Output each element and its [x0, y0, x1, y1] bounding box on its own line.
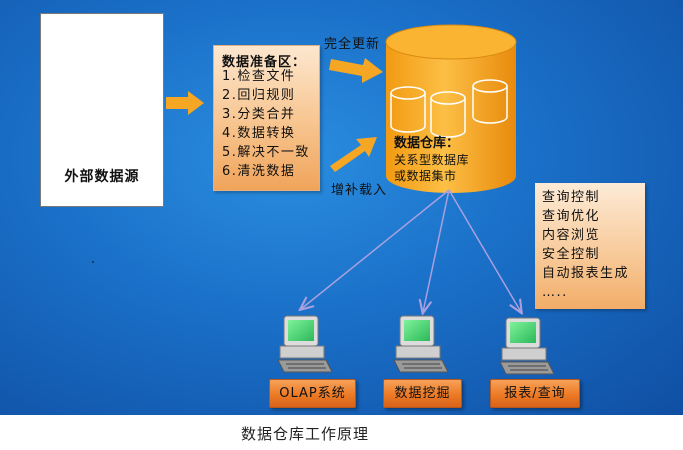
prep-item: 5.解决不一致: [222, 145, 310, 161]
data-prep-area-box: 数据准备区： 1.检查文件 2.回归规则 3.分类合并 4.数据转换 5.解决不…: [213, 45, 320, 191]
warehouse-functions-box: 查询控制 查询优化 内容浏览 安全控制 自动报表生成 …..: [535, 183, 645, 309]
incremental-load-label: 增补载入: [331, 179, 387, 198]
stray-dot: [92, 261, 94, 263]
incremental-load-arrow: [330, 137, 377, 172]
computer-icon: [392, 314, 448, 376]
source-to-prep-arrow: [166, 91, 204, 115]
external-data-source-box: 外部数据源: [40, 13, 164, 207]
full-update-arrow: [329, 58, 383, 83]
computer-icon: [498, 316, 554, 378]
warehouse-line-2: 或数据集市: [394, 167, 457, 184]
function-item: 查询优化: [542, 208, 600, 226]
function-item: 安全控制: [542, 246, 600, 264]
report-query-button[interactable]: 报表/查询: [490, 379, 580, 408]
prep-item: 2.回归规则: [222, 88, 295, 104]
olap-system-button[interactable]: OLAP系统: [269, 379, 356, 408]
function-item: …..: [542, 284, 568, 302]
function-item: 查询控制: [542, 189, 600, 207]
data-prep-title: 数据准备区：: [222, 51, 306, 70]
full-update-label: 完全更新: [324, 33, 380, 52]
external-data-source-label: 外部数据源: [41, 166, 163, 186]
warehouse-to-report-arrow: [449, 190, 521, 312]
prep-item: 3.分类合并: [222, 107, 295, 123]
computer-icon: [276, 314, 332, 376]
diagram-canvas: 外部数据源 数据准备区： 1.检查文件 2.回归规则 3.分类合并 4.数据转换…: [0, 0, 683, 415]
prep-item: 4.数据转换: [222, 126, 295, 142]
figure-caption: 数据仓库工作原理: [0, 423, 610, 444]
warehouse-line-1: 关系型数据库: [394, 151, 469, 168]
function-item: 内容浏览: [542, 227, 600, 245]
prep-item: 6.清洗数据: [222, 164, 295, 180]
function-item: 自动报表生成: [542, 265, 629, 283]
warehouse-title: 数据仓库：: [394, 132, 459, 151]
prep-item: 1.检查文件: [222, 69, 295, 85]
data-mining-button[interactable]: 数据挖掘: [383, 379, 462, 408]
